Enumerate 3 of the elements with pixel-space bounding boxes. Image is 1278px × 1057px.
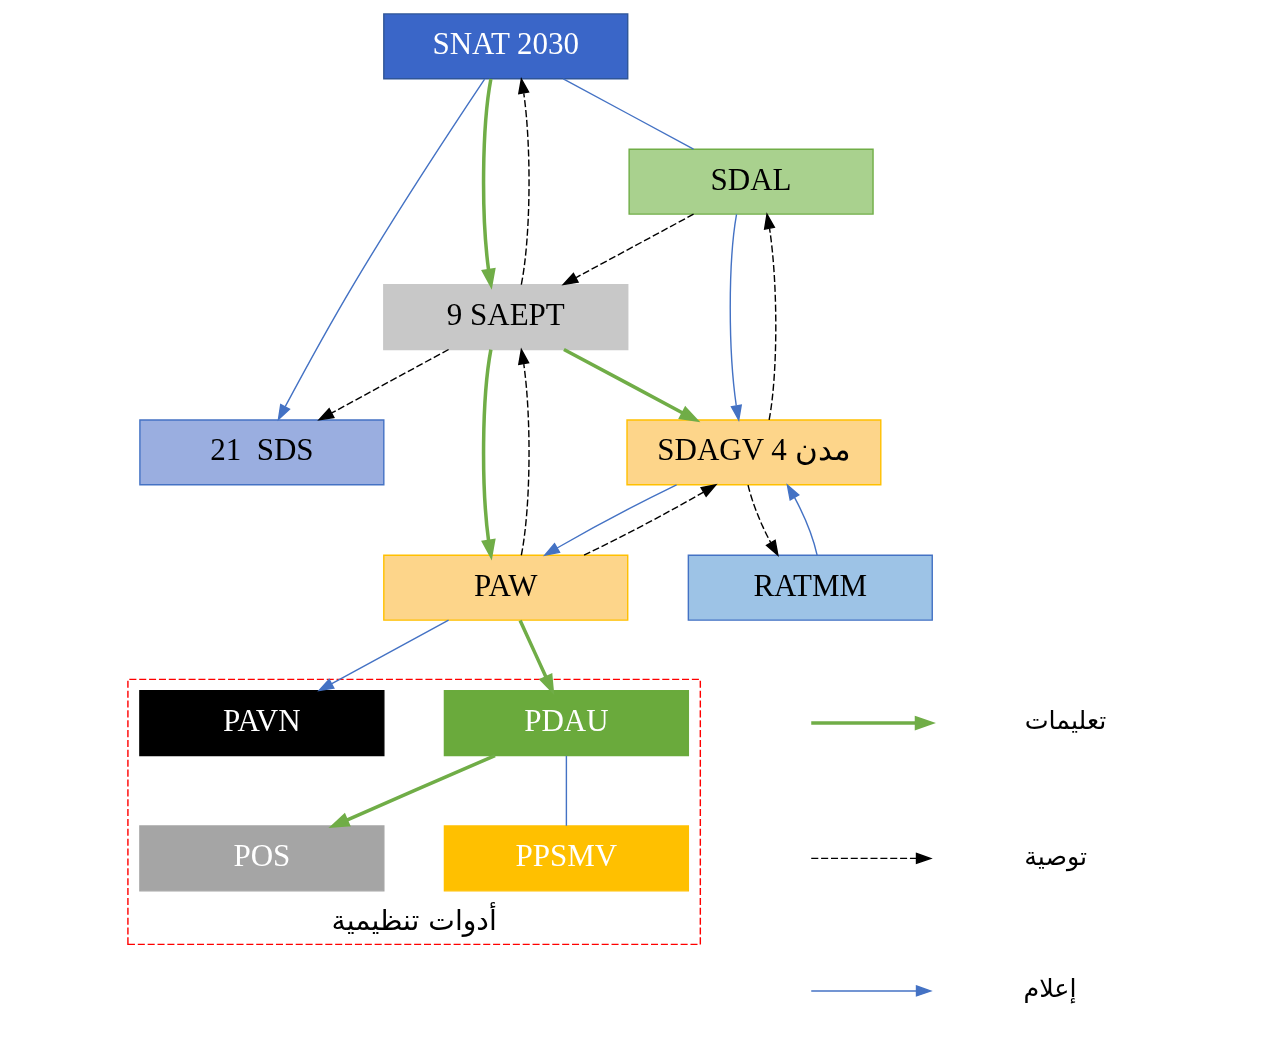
legend-label: إعلام	[1023, 973, 1077, 1004]
legend-label: تعليمات	[1024, 705, 1107, 736]
legend-label: توصية	[1024, 840, 1088, 871]
